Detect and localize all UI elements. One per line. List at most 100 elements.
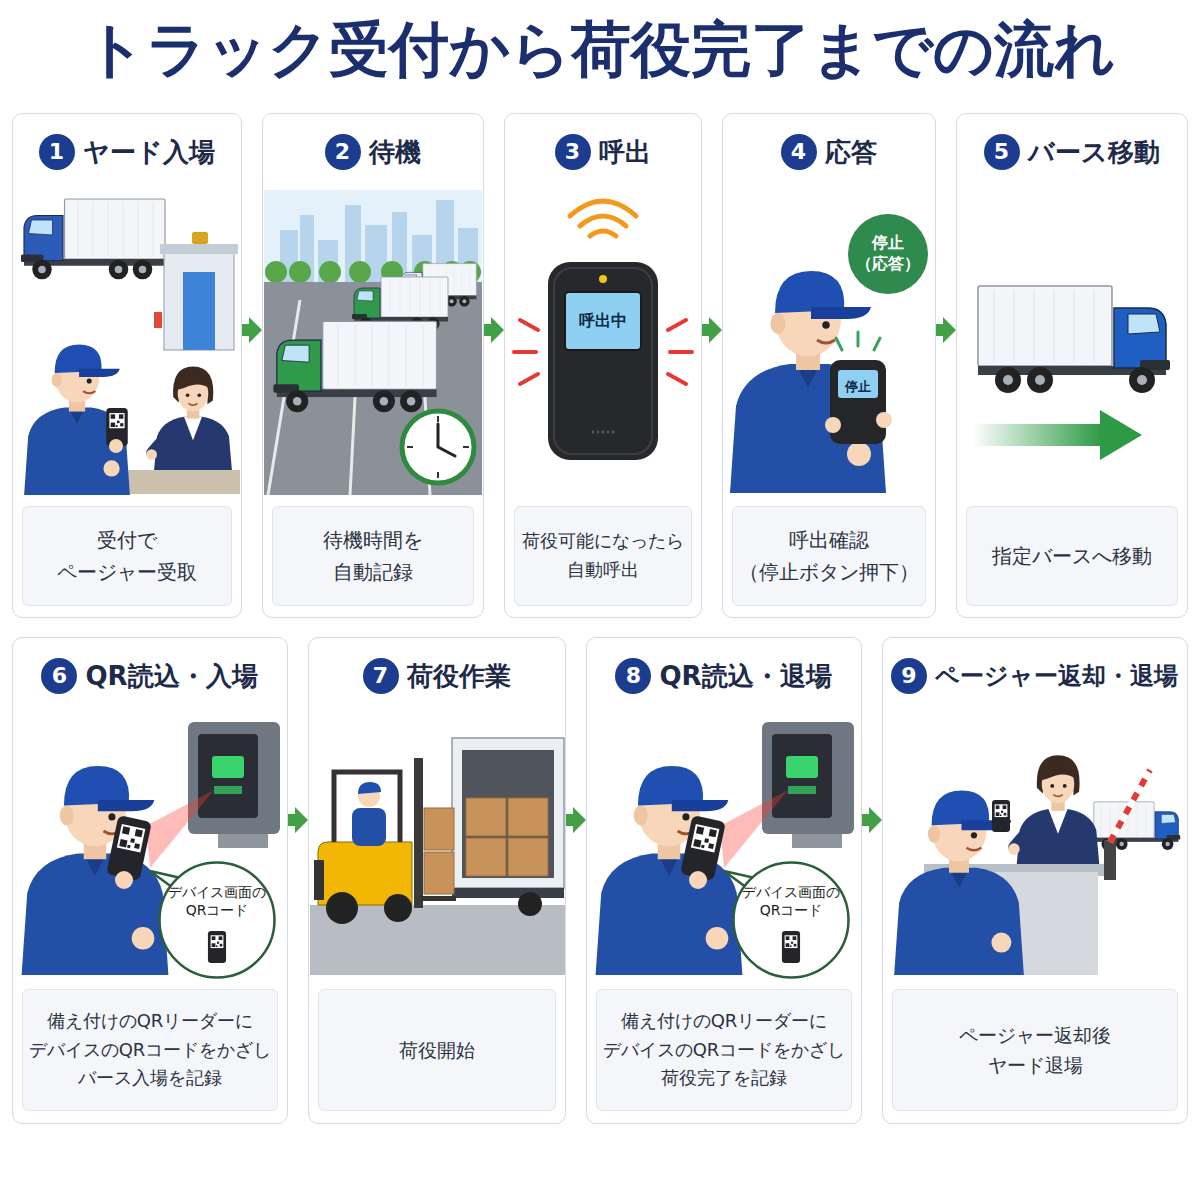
step-heading-row: 待機 — [263, 132, 483, 172]
speech-bubble: デバイス画面の QRコード — [732, 861, 850, 979]
illustration-part — [894, 790, 1024, 975]
caption-box: 荷役可能になったら 自動呼出 — [514, 506, 692, 606]
step-heading-row: ページャー返却・退場 — [883, 656, 1187, 696]
step-heading-row: 呼出 — [505, 132, 701, 172]
caption-box: 受付で ページャー受取 — [22, 506, 232, 606]
step-number: 2 — [325, 134, 361, 170]
flow-arrow — [936, 317, 956, 343]
illustration-part — [183, 272, 215, 350]
illustration-part — [314, 860, 324, 900]
flow-arrow — [702, 317, 722, 343]
speech-bubble: 停止 （応答） — [848, 214, 928, 294]
illustration-part — [466, 798, 548, 876]
caption-text: 受付で ページャー受取 — [27, 524, 227, 588]
illustration-part — [466, 798, 506, 836]
caption-text: ページャー返却後 ヤード退場 — [897, 1020, 1173, 1081]
step-heading: ページャー返却・退場 — [935, 656, 1178, 696]
illustration-part — [508, 838, 548, 876]
step-number: 6 — [41, 658, 77, 694]
illustration-part — [836, 332, 880, 350]
illustration-part — [518, 892, 542, 916]
illustration-part — [1110, 770, 1150, 842]
caption-box: 荷役開始 — [318, 989, 556, 1111]
illustration-part — [218, 834, 268, 848]
bubble-text: デバイス画面の QRコード — [158, 883, 276, 919]
illustration-part — [154, 312, 162, 328]
cargo-work-art — [310, 738, 565, 975]
illustration-part — [214, 786, 242, 794]
qr-device-icon — [782, 931, 800, 963]
illustration-part — [420, 896, 456, 901]
illustration-part — [825, 417, 841, 433]
pager-return-art — [894, 755, 1180, 975]
illustration-part — [164, 252, 234, 350]
illustration-part — [508, 798, 548, 836]
step-heading: 応答 — [825, 132, 877, 172]
flow-arrow — [242, 317, 262, 343]
illustration-part — [514, 320, 692, 384]
illustration-part — [349, 261, 371, 283]
step-number-text: 4 — [781, 134, 817, 170]
caption-box: 備え付けのQRリーダーに デバイスのQRコードをかざし 荷役完了を記録 — [596, 989, 852, 1111]
illustration-part — [730, 271, 886, 493]
bubble-text: デバイス画面の QRコード — [732, 883, 850, 919]
step-panel: 待機2 待機時間を 自動記録 — [262, 113, 484, 618]
step-heading: QR読込・退場 — [659, 656, 831, 696]
pager-call-art — [514, 201, 692, 460]
illustration-part — [273, 321, 436, 412]
step-panel: QR読込・入場6 デバイス画面の QRコード備え付けのQRリーダーに デバイスのQ… — [12, 637, 288, 1124]
illustration-part — [830, 360, 886, 444]
step-panel: 荷役作業7 荷役開始 — [308, 637, 566, 1124]
illustration-part — [384, 894, 412, 922]
caption-text: 荷役開始 — [323, 1035, 551, 1065]
step-number-text: 6 — [41, 658, 77, 694]
step-heading: ヤード入場 — [83, 132, 215, 172]
step-panel: 呼出3 荷役可能になったら 自動呼出 — [504, 113, 702, 618]
waiting-art — [264, 190, 482, 495]
illustration-part — [265, 261, 287, 283]
illustration-part — [565, 292, 641, 350]
screen-label-holder: 停止 — [813, 376, 903, 396]
step-number-text: 2 — [325, 134, 361, 170]
illustration-part — [1104, 840, 1116, 880]
illustration-part — [592, 431, 614, 434]
illustration-part — [554, 268, 652, 454]
illustration-part — [188, 722, 280, 834]
illustration-part — [838, 370, 878, 398]
caption-text: 備え付けのQRリーダーに デバイスのQRコードをかざし 荷役完了を記録 — [601, 1007, 847, 1093]
step-number: 7 — [363, 658, 399, 694]
illustration-part — [115, 871, 133, 889]
illustration-part — [326, 892, 358, 924]
bubble-circle — [160, 863, 275, 978]
step-heading-row: 応答 — [723, 132, 935, 172]
step-number: 1 — [39, 134, 75, 170]
berth-move-art — [972, 286, 1170, 460]
caption-box: 指定バースへ移動 — [966, 506, 1178, 606]
illustration-part — [978, 286, 1170, 393]
step-panel: QR読込・退場8デバイス画面の QRコード備え付けのQRリーダーに デバイスのQ… — [586, 637, 862, 1124]
illustration-part — [972, 424, 1102, 446]
illustration-part — [146, 790, 214, 868]
illustration-part — [548, 262, 658, 460]
step-heading: QR読込・入場 — [85, 656, 257, 696]
illustration-part — [21, 199, 165, 279]
step-number: 9 — [891, 658, 927, 694]
step-number-text: 3 — [555, 134, 591, 170]
illustration-part — [1110, 770, 1150, 842]
caption-box: 待機時間を 自動記録 — [272, 506, 474, 606]
illustration-part — [402, 411, 474, 483]
step-heading: バース移動 — [1028, 132, 1160, 172]
bubble-circle — [734, 863, 849, 978]
illustration-part — [599, 275, 607, 283]
illustration-part — [289, 261, 311, 283]
step-panel: ページャー返却・退場9 ページャー返却後 ヤード退場 — [882, 637, 1188, 1124]
illustration-part — [424, 852, 454, 894]
caption-text: 備え付けのQRリーダーに デバイスのQRコードをかざし バース入場を記録 — [27, 1007, 273, 1093]
illustration-part — [146, 366, 232, 478]
illustration-part — [466, 838, 506, 876]
illustration-part — [1008, 755, 1100, 874]
speech-bubble: デバイス画面の QRコード — [158, 861, 276, 979]
illustration-part — [570, 201, 636, 236]
step-heading: 荷役作業 — [407, 656, 511, 696]
qr-device-icon — [208, 931, 226, 963]
